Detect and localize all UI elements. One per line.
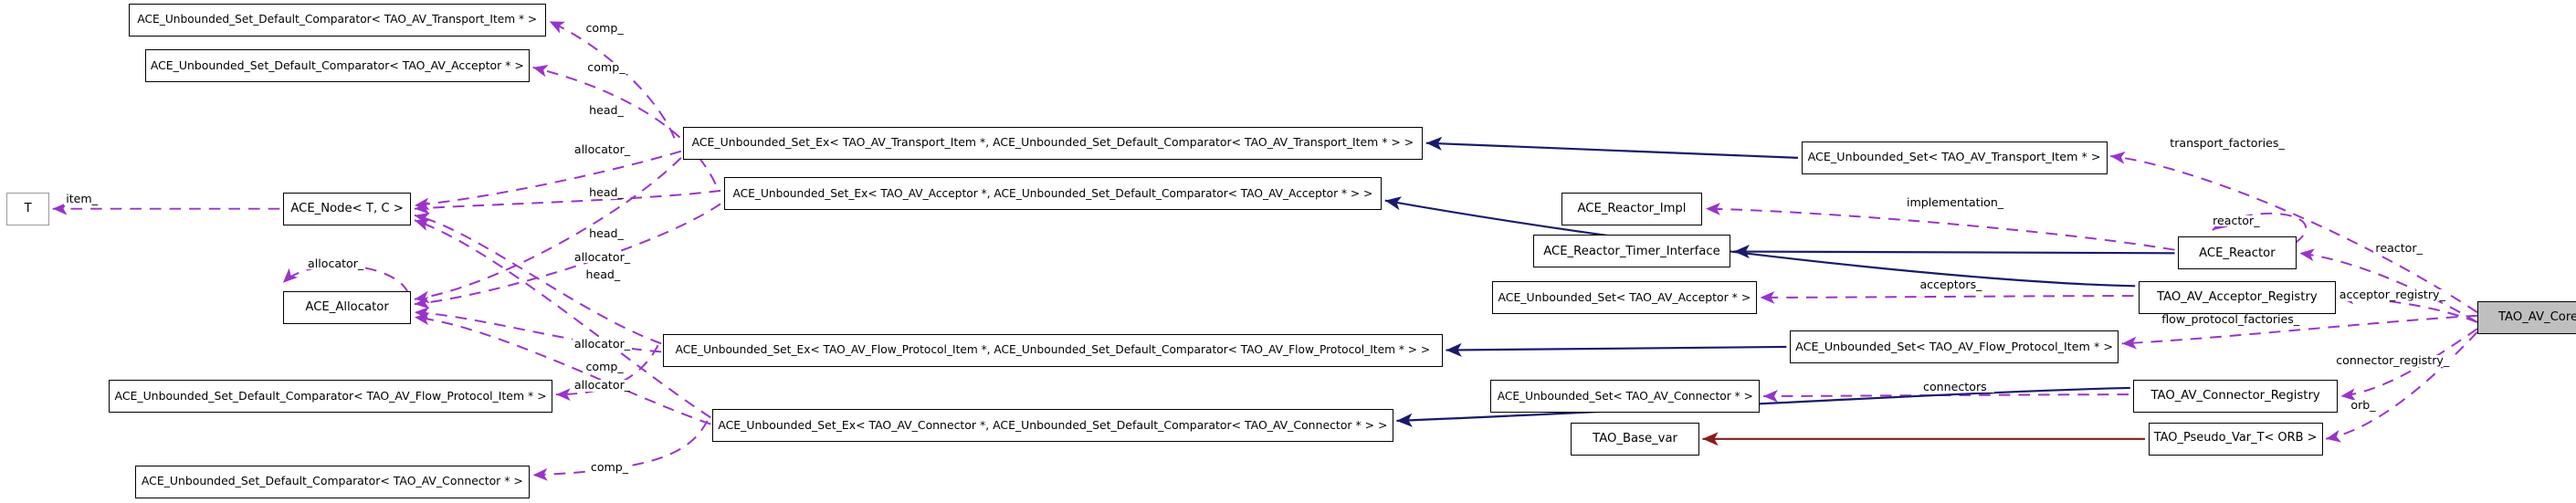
edge-connector-registry <box>2340 328 2478 402</box>
edge-label-head-3: head_ <box>587 226 626 241</box>
edge-label-acceptor-registry: acceptor_registry_ <box>2337 287 2447 301</box>
class-node-pseudo-var-orb[interactable]: TAO_Pseudo_Var_T< ORB > <box>2148 422 2323 456</box>
edge-label-connector-registry: connector_registry_ <box>2334 352 2452 367</box>
edge-label-reactor-2: reactor_ <box>2373 241 2424 256</box>
edge-comp-transport-item <box>549 20 676 139</box>
class-node-set-connector[interactable]: ACE_Unbounded_Set< TAO_AV_Connector * > <box>1490 379 1761 413</box>
class-node-set-transport-item[interactable]: ACE_Unbounded_Set< TAO_AV_Transport_Item… <box>1801 141 2108 174</box>
edge-label-head-1: head_ <box>587 103 626 118</box>
class-node-ace-node[interactable]: ACE_Node< T, C > <box>282 192 412 225</box>
edge-implementation <box>1706 203 2175 251</box>
class-node-comp-flow-item[interactable]: ACE_Unbounded_Set_Default_Comparator< TA… <box>108 379 553 413</box>
edge-label-connectors: connectors_ <box>1921 379 1994 393</box>
class-node-ace-reactor[interactable]: ACE_Reactor <box>2178 236 2297 270</box>
edge-label-comp-4: comp_ <box>588 459 631 474</box>
edge-inherit-set-connector <box>1396 386 2130 427</box>
edge-reactor <box>2299 248 2478 323</box>
edge-alloc-acceptor <box>414 203 721 309</box>
edge-inherit-set-flow-item <box>1446 342 1787 357</box>
class-node-reactor-timer-iface[interactable]: ACE_Reactor_Timer_Interface <box>1532 235 1731 268</box>
edge-flow-protocol-factories <box>2121 314 2477 350</box>
edge-label-transport-factories: transport_factories_ <box>2168 136 2287 151</box>
edge-alloc-connector <box>414 312 711 425</box>
class-node-acceptor-registry[interactable]: TAO_AV_Acceptor_Registry <box>2138 280 2336 314</box>
class-node-comp-connector[interactable]: ACE_Unbounded_Set_Default_Comparator< TA… <box>134 465 531 498</box>
edge-label-reactor-1: reactor_ <box>2211 213 2262 227</box>
edge-label-acceptors: acceptors_ <box>1918 278 1984 292</box>
class-node-comp-transport-item[interactable]: ACE_Unbounded_Set_Default_Comparator< TA… <box>128 3 547 37</box>
class-node-setex-transport-item[interactable]: ACE_Unbounded_Set_Ex< TAO_AV_Transport_I… <box>682 126 1424 160</box>
edge-label-implementation: implementation_ <box>1905 195 2006 210</box>
class-node-setex-connector[interactable]: ACE_Unbounded_Set_Ex< TAO_AV_Connector *… <box>712 409 1393 443</box>
class-node-T[interactable]: T <box>6 192 50 225</box>
class-node-reactor-impl[interactable]: ACE_Reactor_Impl <box>1561 192 1703 225</box>
edge-label-comp-3: comp_ <box>584 360 626 374</box>
edge-head-connector <box>414 218 711 419</box>
edge-label-alloc-3: allocator_ <box>572 336 633 351</box>
edge-label-comp-2: comp_ <box>585 60 627 75</box>
edge-acceptors <box>1760 290 2134 304</box>
class-node-connector-registry[interactable]: TAO_AV_Connector_Registry <box>2133 379 2338 413</box>
edge-label-alloc-4: allocator_ <box>572 377 633 392</box>
edge-inherit-reactor-timer-interface <box>1733 245 2175 259</box>
edge-label-item: item_ <box>64 192 100 206</box>
class-node-setex-acceptor[interactable]: ACE_Unbounded_Set_Ex< TAO_AV_Acceptor *,… <box>723 177 1383 211</box>
class-node-tao-av-core[interactable]: TAO_AV_Core <box>2476 300 2576 334</box>
edge-label-alloc-2: allocator_ <box>572 249 633 264</box>
edge-label-orb: orb_ <box>2349 397 2378 412</box>
edge-comp-flow-item <box>555 344 659 402</box>
edge-transport-factories <box>2110 151 2478 313</box>
class-node-set-acceptor[interactable]: ACE_Unbounded_Set< TAO_AV_Acceptor * > <box>1491 280 1757 314</box>
class-node-comp-acceptor[interactable]: ACE_Unbounded_Set_Default_Comparator< TA… <box>144 49 531 83</box>
edge-alloc-flow-item <box>414 307 662 353</box>
edge-label-head-2: head_ <box>587 185 626 200</box>
class-node-tao-base-var[interactable]: TAO_Base_var <box>1571 422 1699 456</box>
edge-comp-connector <box>532 420 709 481</box>
edge-alloc-transport-item <box>414 157 682 304</box>
edge-comp-acceptor <box>532 64 717 185</box>
edge-label-head-4: head_ <box>584 267 623 282</box>
edge-label-flow-protocol: flow_protocol_factories_ <box>2160 311 2302 326</box>
class-node-set-flow-item[interactable]: ACE_Unbounded_Set< TAO_AV_Flow_Protocol_… <box>1789 330 2119 363</box>
edge-connectors <box>1763 390 2129 403</box>
edge-label-comp-1: comp_ <box>584 21 626 36</box>
edge-inherit-set-transport-item <box>1425 136 1798 159</box>
edge-label-alloc-1: allocator_ <box>572 142 633 157</box>
edge-orb <box>2325 331 2478 443</box>
class-node-ace-allocator[interactable]: ACE_Allocator <box>282 290 412 324</box>
edge-label-alloc-5: allocator_ <box>306 256 366 270</box>
class-node-setex-flow-item[interactable]: ACE_Unbounded_Set_Ex< TAO_AV_Flow_Protoc… <box>662 333 1443 367</box>
edge-head-transport-item <box>414 150 682 211</box>
edge-inherit-set-acceptor <box>1384 196 2136 288</box>
